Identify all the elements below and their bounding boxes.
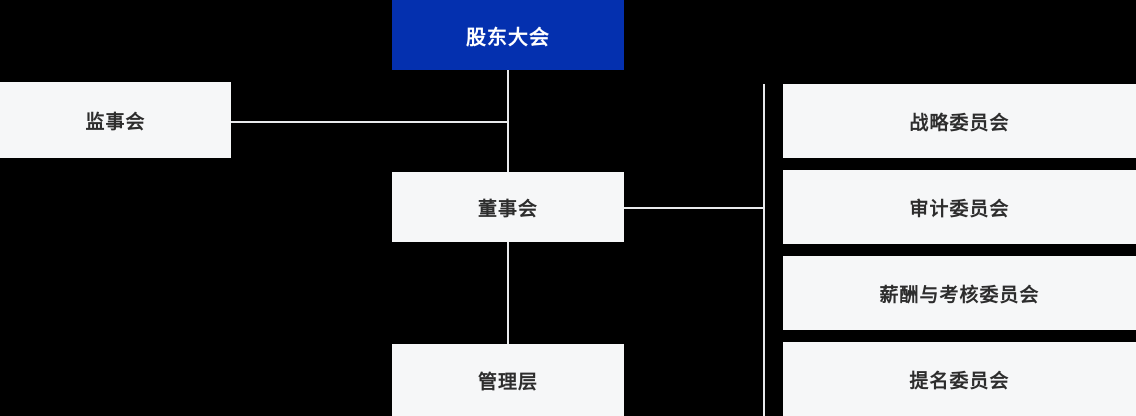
- node-board-of-directors-label: 董事会: [477, 198, 538, 220]
- node-shareholders-meeting-label: 股东大会: [466, 26, 550, 49]
- connector-supervisory-branch-line: [231, 121, 508, 123]
- node-audit-committee: 审计委员会: [783, 170, 1136, 244]
- node-supervisory-board: 监事会: [0, 82, 231, 158]
- node-nomination-committee: 提名委员会: [783, 342, 1136, 416]
- connector-board-to-committees-line: [624, 207, 764, 209]
- node-remuneration-assessment-committee-label: 薪酬与考核委员会: [879, 284, 1040, 306]
- node-board-of-directors: 董事会: [392, 172, 624, 242]
- node-management-label: 管理层: [477, 371, 538, 393]
- node-nomination-committee-label: 提名委员会: [909, 370, 1010, 392]
- node-audit-committee-label: 审计委员会: [909, 198, 1010, 220]
- connector-committee-spine-line: [763, 84, 765, 416]
- node-supervisory-board-label: 监事会: [85, 111, 146, 133]
- node-strategy-committee-label: 战略委员会: [909, 112, 1010, 134]
- node-strategy-committee: 战略委员会: [783, 84, 1136, 158]
- node-shareholders-meeting: 股东大会: [392, 0, 624, 70]
- node-remuneration-assessment-committee: 薪酬与考核委员会: [783, 256, 1136, 330]
- node-management: 管理层: [392, 344, 624, 416]
